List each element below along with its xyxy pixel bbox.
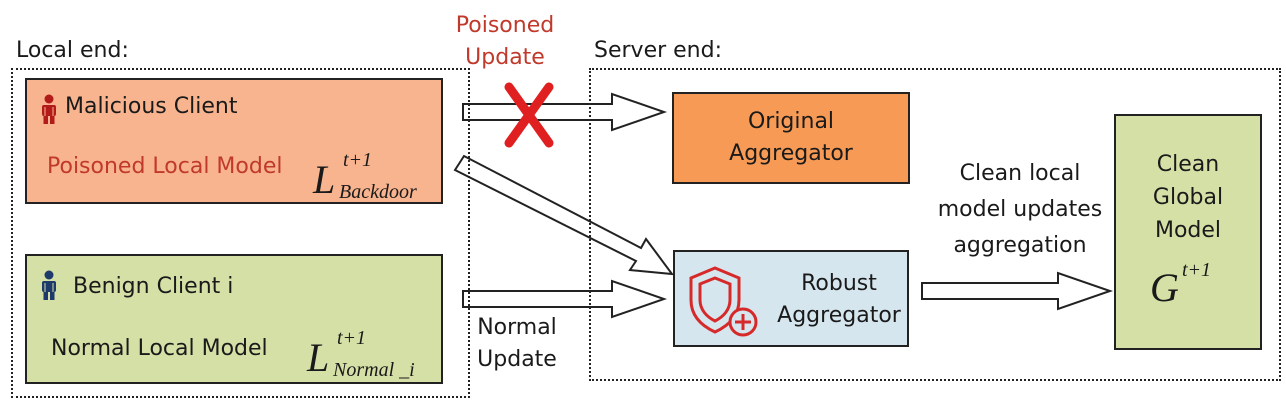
- normal-update-line1: Normal: [477, 315, 557, 340]
- benign-client-box: Benign Client i Normal Local Model L t+1…: [25, 254, 443, 384]
- benign-symbol-sub: Normal _i: [333, 359, 415, 381]
- aggregation-note-line2: model updates: [937, 197, 1103, 222]
- robust-aggregator-box: Robust Aggregator: [673, 250, 909, 347]
- aggregation-note: Clean local model updates aggregation: [922, 156, 1118, 264]
- cross-icon: [504, 82, 554, 148]
- poisoned-update-line2: Update: [465, 45, 545, 70]
- malicious-client-box: Malicious Client Poisoned Local Model L …: [25, 78, 443, 204]
- benign-symbol-base: L: [307, 335, 330, 380]
- server-end-region: [589, 68, 1281, 381]
- global-model-box: Clean Global Model G t+1: [1114, 114, 1262, 350]
- robust-aggregator-line1: Robust: [801, 271, 877, 296]
- local-end-label: Local end:: [16, 38, 129, 63]
- arrow-robust-to-global: [921, 271, 1114, 311]
- shield-plus-icon: [689, 266, 758, 337]
- global-symbol-base: G: [1150, 265, 1179, 310]
- malicious-symbol-sup: t+1: [343, 149, 373, 171]
- poisoned-update-line1: Poisoned: [455, 13, 555, 38]
- normal-local-model-label: Normal Local Model: [51, 336, 268, 361]
- malicious-client-title: Malicious Client: [65, 94, 238, 119]
- benign-symbol-sup: t+1: [337, 327, 367, 349]
- malicious-model-symbol: L t+1 Backdoor: [313, 148, 443, 204]
- aggregation-note-line3: aggregation: [953, 233, 1087, 258]
- malicious-symbol-sub: Backdoor: [339, 181, 417, 203]
- server-end-label: Server end:: [594, 38, 722, 63]
- benign-model-symbol: L t+1 Normal _i: [307, 326, 439, 384]
- malicious-symbol-base: L: [313, 157, 336, 202]
- aggregation-note-line1: Clean local: [959, 161, 1081, 186]
- arrow-malicious-to-robust: [453, 154, 675, 276]
- person-icon: [42, 270, 56, 300]
- global-model-text: Clean Global Model: [1116, 148, 1260, 247]
- poisoned-update-label: Poisoned Update: [430, 10, 580, 74]
- arrow-malicious-to-original: [462, 92, 668, 132]
- original-aggregator-box: Original Aggregator: [672, 92, 910, 184]
- person-icon: [42, 94, 56, 124]
- global-model-symbol: G t+1: [1150, 256, 1230, 310]
- poisoned-local-model-label: Poisoned Local Model: [47, 154, 283, 179]
- global-model-line3: Model: [1154, 218, 1222, 243]
- arrow-benign-to-robust: [462, 279, 668, 319]
- local-end-region: [11, 68, 470, 398]
- benign-client-title: Benign Client i: [73, 274, 234, 299]
- global-symbol-sup: t+1: [1182, 259, 1212, 281]
- normal-update-line2: Update: [477, 347, 557, 372]
- robust-aggregator-line2: Aggregator: [777, 303, 901, 328]
- global-model-line1: Clean: [1156, 152, 1220, 177]
- robust-aggregator-text: Robust Aggregator: [771, 268, 907, 332]
- global-model-line2: Global: [1152, 185, 1224, 210]
- original-aggregator-line1: Original: [747, 109, 835, 134]
- normal-update-label: Normal Update: [456, 312, 578, 376]
- original-aggregator-line2: Aggregator: [729, 141, 853, 166]
